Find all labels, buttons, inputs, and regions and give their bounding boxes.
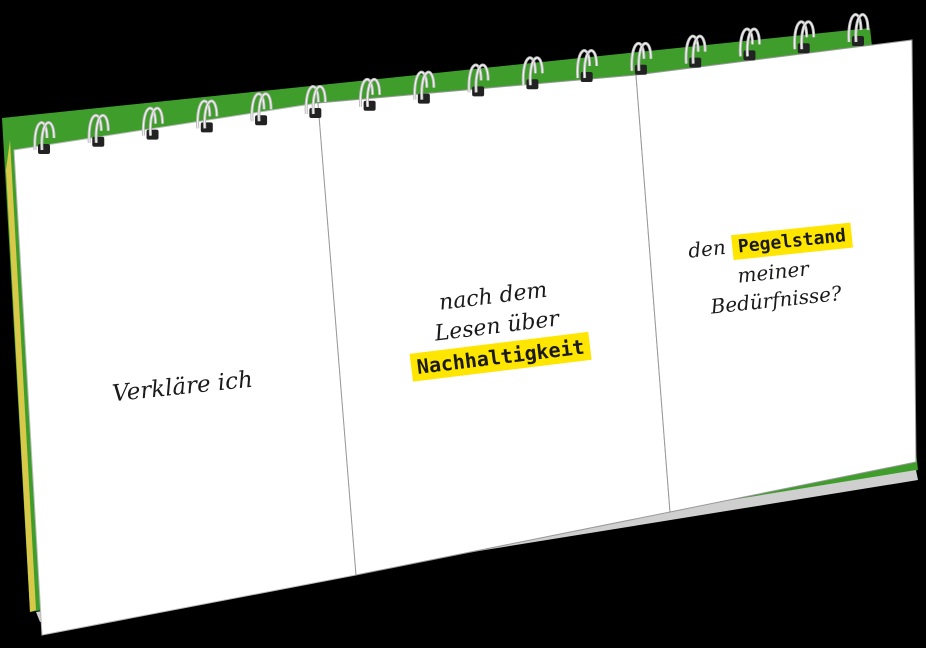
page-right	[635, 39, 917, 513]
spiral-ring	[413, 70, 436, 104]
spiral-ring	[793, 20, 816, 54]
page-line-prefix: den	[687, 234, 727, 263]
spiral-ring	[467, 63, 490, 97]
page-left	[13, 102, 357, 636]
spiral-ring	[358, 77, 382, 111]
spiral-ring	[521, 56, 544, 90]
spiral-ring	[576, 49, 599, 82]
spiral-ring	[630, 41, 653, 75]
spiral-ring	[196, 99, 219, 133]
page-stack-edge	[6, 140, 36, 612]
spiral-ring	[847, 13, 870, 46]
spiral-ring	[33, 121, 56, 154]
spiral-binding	[33, 13, 870, 154]
spiral-ring	[87, 113, 110, 147]
spiral-ring	[738, 27, 761, 61]
spiral-ring	[304, 85, 327, 118]
spiral-ring	[684, 34, 707, 68]
spiral-ring	[250, 92, 273, 126]
spiral-ring	[141, 106, 165, 140]
